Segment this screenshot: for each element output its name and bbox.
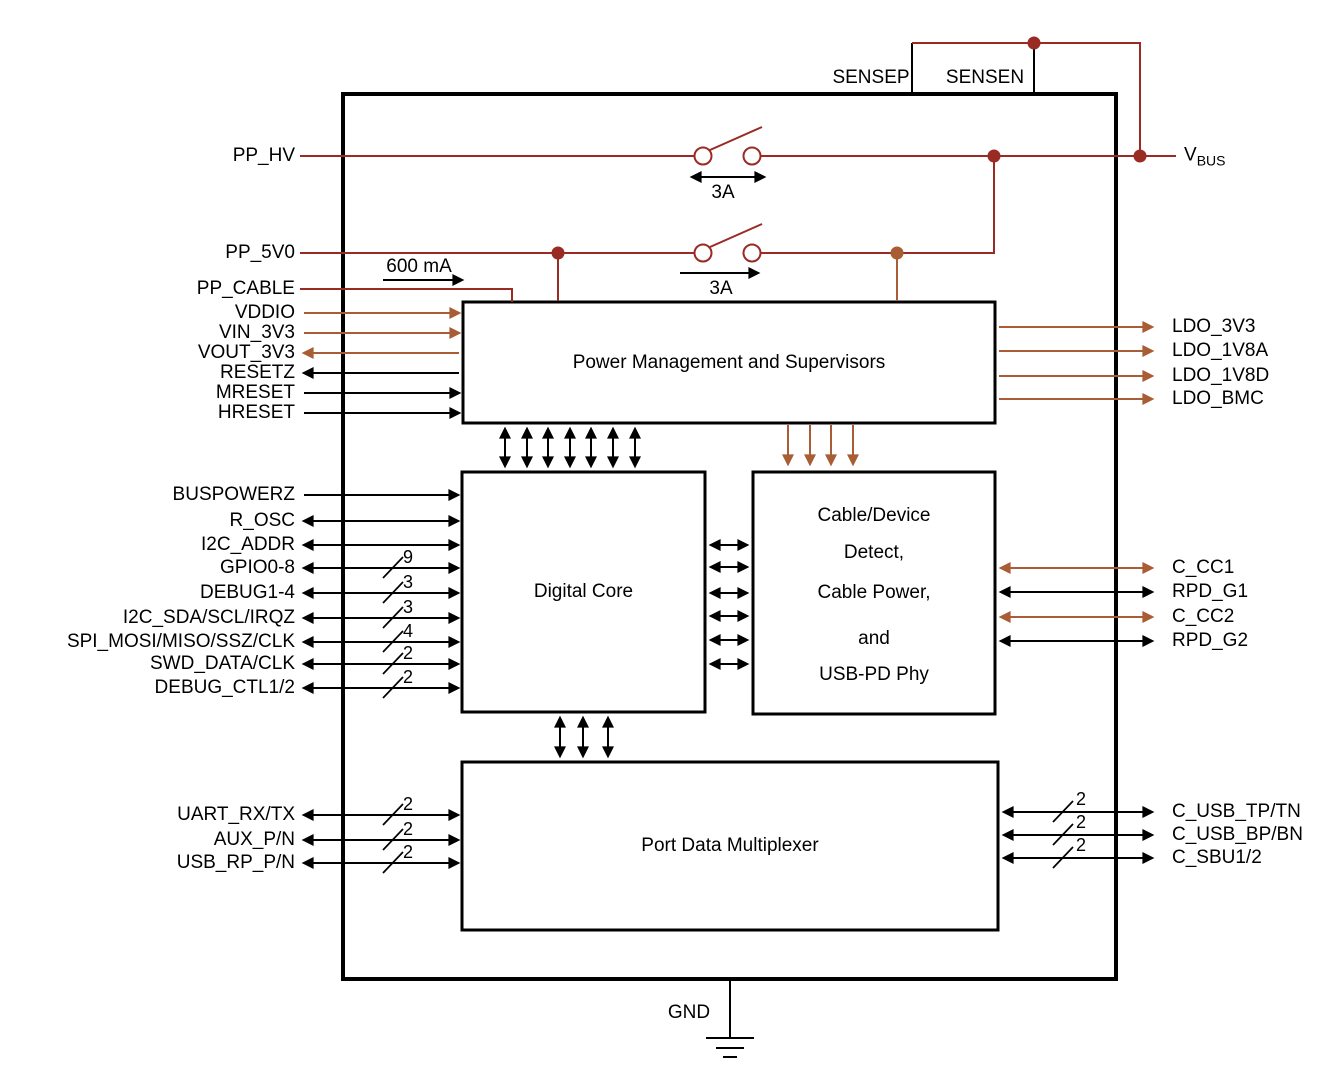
bus-slash-icon bbox=[382, 851, 404, 874]
bus-width-i2c: 3 bbox=[402, 597, 414, 617]
switch-rating-5v0: 3A bbox=[709, 278, 733, 299]
bus-slash-icon bbox=[382, 581, 404, 604]
pin-label-pp-hv: PP_HV bbox=[232, 145, 295, 166]
pin-label-rpd-g2: RPD_G2 bbox=[1172, 630, 1249, 651]
bus-width-swd: 2 bbox=[402, 643, 414, 663]
bus-width-c-usb-bp: 2 bbox=[1075, 812, 1087, 832]
pin-label-ldo-bmc: LDO_BMC bbox=[1172, 388, 1264, 409]
pin-label-ldo-1v8d: LDO_1V8D bbox=[1172, 365, 1270, 386]
pin-label-aux: AUX_P/N bbox=[213, 829, 295, 850]
bus-width-debug-ctl: 2 bbox=[402, 667, 414, 687]
vbus-label: VBUS bbox=[1184, 144, 1226, 169]
pin-label-r-osc: R_OSC bbox=[229, 510, 295, 531]
bus-width-debug1-4: 3 bbox=[402, 572, 414, 592]
bus-slash-icon bbox=[382, 828, 404, 851]
bus-slash-icon bbox=[1052, 800, 1074, 823]
power-to-core-bus-arrows bbox=[499, 426, 641, 469]
pin-label-vddio: VDDIO bbox=[234, 302, 295, 323]
bus-width-c-sbu: 2 bbox=[1075, 835, 1087, 855]
ldo-output-wires bbox=[999, 321, 1155, 405]
pin-label-c-cc2: C_CC2 bbox=[1172, 606, 1235, 627]
bus-slash-icon bbox=[382, 556, 404, 579]
cable-block-title-line3: Cable Power, bbox=[817, 582, 931, 603]
bus-slash-icon bbox=[1052, 823, 1074, 846]
port-mux-left-pin-wires bbox=[301, 803, 461, 874]
pin-label-mreset: MRESET bbox=[215, 382, 295, 403]
cable-block-title-line1: Cable/Device bbox=[817, 505, 931, 526]
pp-cable-rail bbox=[300, 274, 513, 302]
pin-label-resetz: RESETZ bbox=[220, 362, 295, 383]
digital-core-block bbox=[460, 470, 707, 714]
pin-label-usb-rp: USB_RP_P/N bbox=[176, 852, 295, 873]
pp-hv-switch-icon bbox=[693, 126, 763, 166]
port-mux-right-pin-wires bbox=[1001, 800, 1155, 869]
core-to-cable-bus-arrows bbox=[708, 539, 750, 670]
pin-label-debug-ctl: DEBUG_CTL1/2 bbox=[154, 677, 295, 698]
power-block-left-pin-wires bbox=[301, 307, 462, 419]
cable-current-limit: 600 mA bbox=[386, 256, 452, 277]
power-block-title: Power Management and Supervisors bbox=[572, 351, 886, 373]
cable-device-detect-block bbox=[751, 470, 997, 716]
cable-block-title-line5: USB-PD Phy bbox=[819, 664, 929, 685]
ground-symbol-icon bbox=[706, 979, 754, 1058]
pin-label-debug1-4: DEBUG1-4 bbox=[199, 582, 295, 603]
pin-label-vin-3v3: VIN_3V3 bbox=[218, 322, 295, 343]
power-to-cable-supply-arrows bbox=[782, 425, 859, 467]
bus-slash-icon bbox=[382, 803, 404, 826]
pin-label-uart: UART_RX/TX bbox=[177, 804, 295, 825]
bus-slash-icon bbox=[1052, 846, 1074, 869]
pp-hv-rail bbox=[300, 149, 1176, 163]
digital-core-title: Digital Core bbox=[533, 581, 634, 602]
pin-label-rpd-g1: RPD_G1 bbox=[1172, 581, 1249, 602]
bus-slash-icon bbox=[382, 652, 404, 675]
sense-wires bbox=[911, 36, 1141, 155]
core-to-mux-bus-arrows bbox=[554, 715, 614, 759]
cable-block-right-pin-wires bbox=[998, 562, 1155, 647]
cable-block-title-line4: and bbox=[858, 628, 890, 649]
power-management-block bbox=[461, 300, 997, 425]
switch-rating-hv: 3A bbox=[711, 182, 735, 203]
pin-label-i2c-sda-scl-irqz: I2C_SDA/SCL/IRQZ bbox=[122, 607, 295, 628]
bus-width-c-usb-tp: 2 bbox=[1075, 789, 1087, 809]
bus-width-spi: 4 bbox=[402, 621, 414, 641]
pin-label-c-cc1: C_CC1 bbox=[1172, 557, 1235, 578]
pin-label-pp-cable: PP_CABLE bbox=[196, 278, 295, 299]
pin-label-spi: SPI_MOSI/MISO/SSZ/CLK bbox=[66, 631, 295, 652]
bus-slash-icon bbox=[382, 630, 404, 653]
pin-label-ldo-3v3: LDO_3V3 bbox=[1172, 316, 1256, 337]
cable-block-title-line2: Detect, bbox=[843, 542, 905, 563]
gnd-label: GND bbox=[667, 1002, 711, 1023]
pp-5v0-rail bbox=[300, 156, 995, 301]
bus-width-gpio: 9 bbox=[402, 547, 414, 567]
pin-label-i2c-addr: I2C_ADDR bbox=[201, 534, 295, 555]
pin-label-pp-5v0: PP_5V0 bbox=[225, 242, 295, 263]
pin-label-c-usb-bp: C_USB_BP/BN bbox=[1172, 824, 1303, 845]
pin-label-c-usb-tp: C_USB_TP/TN bbox=[1172, 801, 1301, 822]
bus-slash-icon bbox=[382, 676, 404, 699]
pin-label-buspowerz: BUSPOWERZ bbox=[172, 484, 295, 505]
pp-5v0-switch-icon bbox=[693, 223, 763, 263]
pin-label-c-sbu: C_SBU1/2 bbox=[1172, 847, 1262, 868]
port-mux-title: Port Data Multiplexer bbox=[641, 835, 819, 856]
pin-label-swd-data-clk: SWD_DATA/CLK bbox=[150, 653, 295, 674]
bus-width-uart: 2 bbox=[402, 794, 414, 814]
bus-slash-icon bbox=[382, 606, 404, 629]
pin-label-ldo-1v8a: LDO_1V8A bbox=[1172, 340, 1269, 361]
pin-label-vout-3v3: VOUT_3V3 bbox=[197, 342, 295, 363]
bus-width-usb-rp: 2 bbox=[402, 842, 414, 862]
port-data-multiplexer-block bbox=[460, 760, 1000, 932]
sensen-label: SENSEN bbox=[945, 67, 1025, 88]
pin-label-gpio0-8: GPIO0-8 bbox=[220, 557, 295, 578]
bus-width-aux: 2 bbox=[402, 819, 414, 839]
sensep-label: SENSEP bbox=[832, 67, 910, 88]
pin-label-hreset: HRESET bbox=[217, 402, 295, 423]
digital-core-left-pin-wires bbox=[301, 489, 461, 699]
